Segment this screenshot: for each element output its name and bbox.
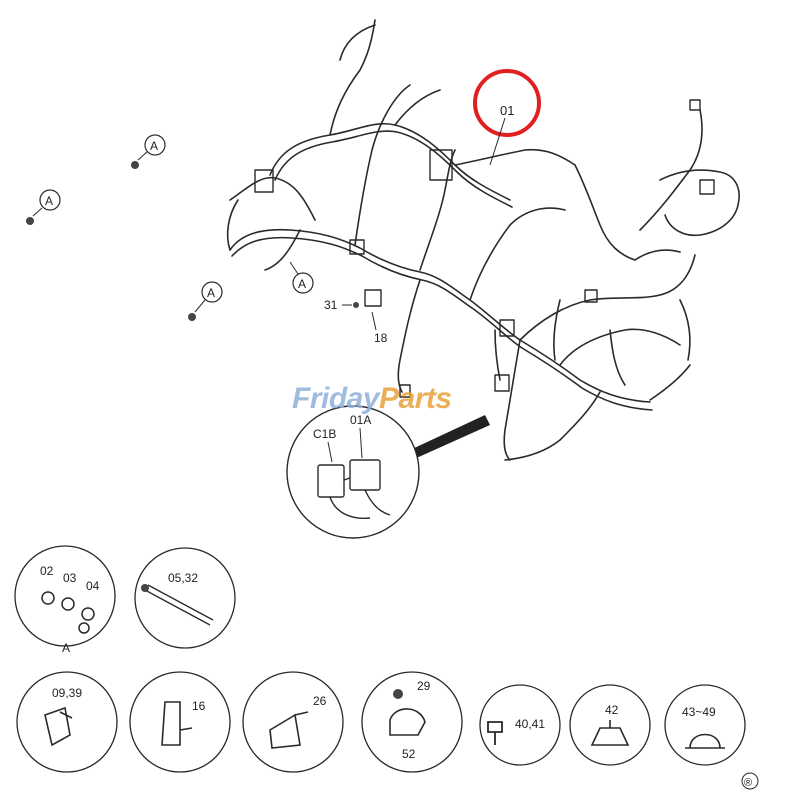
- registered-mark: ®: [741, 772, 759, 790]
- watermark-part2: Parts: [379, 382, 452, 415]
- inset-label-01a: 01A: [350, 413, 371, 427]
- svg-text:26: 26: [313, 694, 327, 708]
- legend-circle-0939: 09,39: [16, 671, 118, 773]
- watermark-part1: Friday: [292, 382, 380, 415]
- svg-text:04: 04: [86, 579, 100, 593]
- legend-circle-42: 42: [569, 684, 651, 766]
- svg-text:05,32: 05,32: [168, 571, 198, 585]
- harness-main-trunk: [226, 19, 740, 461]
- detail-a-callouts: A A A A: [26, 134, 314, 321]
- callout-18: 18: [374, 331, 388, 345]
- bolt-icon: [131, 161, 139, 169]
- bolt-icon: [78, 622, 90, 634]
- legend-circle-29: 29 52: [361, 671, 463, 773]
- svg-text:40,41: 40,41: [515, 717, 545, 731]
- svg-text:29: 29: [417, 679, 431, 693]
- bracket-icon: [161, 701, 193, 746]
- svg-text:A: A: [150, 139, 158, 153]
- watermark: FridayParts: [292, 382, 452, 416]
- legend-circle-40: 40,41: [479, 684, 561, 766]
- callout-a-3: A: [289, 261, 314, 294]
- legend-circle-16: 16: [129, 671, 231, 773]
- detail-inset: C1B 01A: [286, 405, 490, 539]
- svg-text:®: ®: [744, 777, 752, 789]
- svg-text:52: 52: [402, 747, 416, 761]
- clip-icon: [44, 706, 73, 747]
- clamp-icon: [389, 708, 426, 736]
- svg-text:03: 03: [63, 571, 77, 585]
- legend-circle-cable-tie: 05,32: [134, 547, 236, 649]
- svg-text:09,39: 09,39: [52, 686, 82, 700]
- legend-circle-a: 02 03 04 A: [14, 545, 116, 655]
- screw-icon: [353, 302, 359, 308]
- lock-washer-icon: [81, 607, 95, 621]
- legend-circle-43: 43~49: [664, 684, 746, 766]
- svg-text:43~49: 43~49: [682, 705, 716, 719]
- callout-01-label: 01: [500, 103, 514, 118]
- svg-text:42: 42: [605, 703, 619, 717]
- svg-text:16: 16: [192, 699, 206, 713]
- bolt-icon: [26, 217, 34, 225]
- legend-circle-26: 26: [242, 671, 344, 773]
- highlight-ring: [473, 69, 541, 137]
- harness-connectors: [254, 99, 715, 398]
- washer-icon: [61, 597, 75, 611]
- callout-31: 31: [324, 298, 338, 312]
- bolt-icon: [188, 313, 196, 321]
- clamp-icon: [685, 733, 725, 749]
- screw-icon: [393, 689, 403, 699]
- bracket-icon: [269, 711, 309, 749]
- bolt-icon: [487, 721, 503, 745]
- cable-tie-icon: [144, 584, 214, 626]
- clip-icon: [590, 720, 630, 746]
- callout-a-2: A: [26, 189, 61, 225]
- svg-text:02: 02: [40, 564, 54, 578]
- callout-a-4: A: [188, 281, 223, 321]
- svg-text:A: A: [207, 286, 215, 300]
- inset-label-c1b: C1B: [313, 427, 336, 441]
- svg-text:A: A: [62, 641, 70, 655]
- nut-icon: [41, 591, 55, 605]
- callout-a-1: A: [131, 134, 166, 169]
- svg-text:A: A: [298, 277, 306, 291]
- svg-text:A: A: [45, 194, 53, 208]
